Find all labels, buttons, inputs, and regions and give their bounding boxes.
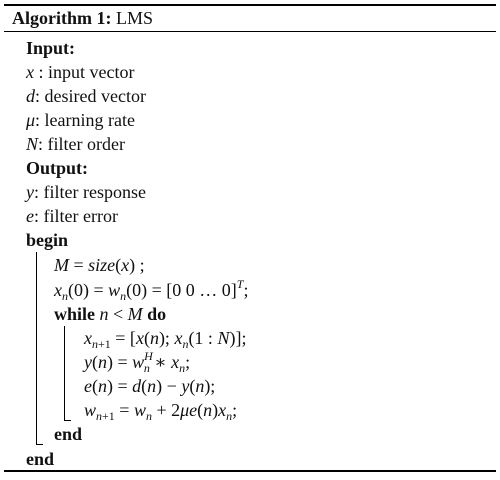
begin-block-bar <box>36 252 37 444</box>
begin-end-keyword: end <box>26 449 55 469</box>
output-desc: : filter response <box>34 182 146 202</box>
algorithm-name: LMS <box>115 8 153 28</box>
input-var: x <box>26 62 34 82</box>
bottom-rule <box>4 470 496 472</box>
input-line: x : input vector <box>26 61 134 83</box>
begin-block-tick <box>36 444 43 445</box>
input-desc: : desired vector <box>35 86 146 106</box>
top-rule <box>4 4 496 6</box>
output-desc: : filter error <box>34 206 118 226</box>
while-line: while n < M do <box>54 303 166 325</box>
while-block-tick <box>64 420 71 421</box>
y-calc-statement: y(n) = wHn ∗ xn; <box>84 349 191 375</box>
size-assign-statement: M = size(x) ; <box>54 255 145 275</box>
input-line: N: filter order <box>26 133 125 155</box>
algorithm-caption: Algorithm 1: LMS <box>12 7 153 29</box>
output-var: y <box>26 182 34 202</box>
input-var: d <box>26 86 35 106</box>
caption-rule <box>4 31 496 32</box>
input-var: N <box>26 134 39 154</box>
while-block-bar <box>64 326 65 420</box>
output-line: y: filter response <box>26 181 146 203</box>
input-line: μ: learning rate <box>26 109 135 131</box>
do-keyword: do <box>147 304 167 324</box>
w-update-statement: wn+1 = wn + 2μe(n)xn; <box>84 400 238 423</box>
output-var: e <box>26 206 34 226</box>
while-condition: n < M <box>99 304 143 324</box>
e-calc-statement: e(n) = d(n) − y(n); <box>84 376 216 396</box>
while-end-keyword: end <box>54 424 83 444</box>
input-desc: : learning rate <box>35 110 135 130</box>
while-keyword: while <box>54 304 96 324</box>
algorithm-label: Algorithm 1: <box>12 8 112 28</box>
input-desc: : input vector <box>34 62 135 82</box>
output-line: e: filter error <box>26 205 118 227</box>
init-statement: xn(0) = wn(0) = [0 0 … 0]T; <box>54 277 249 303</box>
begin-keyword: begin <box>26 230 69 250</box>
output-heading: Output: <box>26 158 89 178</box>
input-desc: : filter order <box>38 134 125 154</box>
input-heading: Input: <box>26 38 76 58</box>
input-var: μ <box>26 110 36 130</box>
x-update-statement: xn+1 = [x(n); xn(1 : N)]; <box>84 328 247 351</box>
input-line: d: desired vector <box>26 85 146 107</box>
